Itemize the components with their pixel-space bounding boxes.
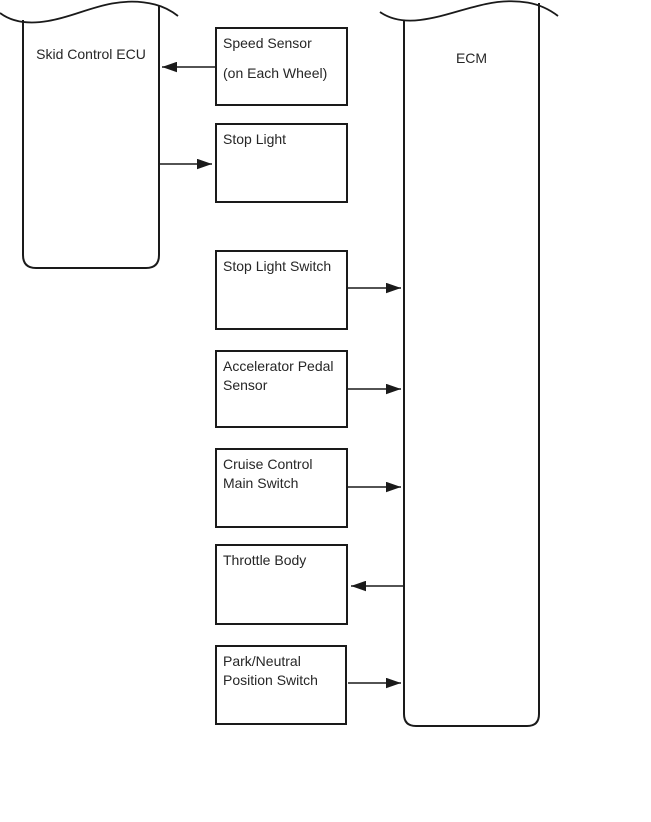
ecm-torn-edge (379, 0, 559, 22)
throttle-body-label: Throttle Body (223, 552, 307, 568)
throttle-body-box: Throttle Body (215, 544, 348, 625)
accelerator-pedal-sensor-label-line2: Sensor (223, 377, 268, 393)
skid-control-ecu-label: Skid Control ECU (36, 46, 146, 62)
park-neutral-position-switch-label-line1: Park/Neutral (223, 653, 301, 669)
speed-sensor-label-line2: (on Each Wheel) (223, 65, 328, 81)
park-neutral-position-switch-label-line2: Position Switch (223, 672, 318, 688)
skid-control-ecu-outline (22, 5, 160, 269)
stop-light-box: Stop Light (215, 123, 348, 203)
accelerator-pedal-sensor-label-line1: Accelerator Pedal (223, 358, 334, 374)
speed-sensor-label-line1: Speed Sensor (223, 35, 312, 51)
ecm-outline (403, 3, 540, 727)
skid-control-ecu-torn-edge (0, 0, 179, 24)
accelerator-pedal-sensor-box: Accelerator Pedal Sensor (215, 350, 348, 428)
stop-light-switch-label: Stop Light Switch (223, 258, 332, 274)
ecm-label: ECM (455, 50, 488, 66)
speed-sensor-box: Speed Sensor (on Each Wheel) (215, 27, 348, 106)
stop-light-label: Stop Light (223, 131, 287, 147)
cruise-control-main-switch-label-line2: Main Switch (223, 475, 299, 491)
park-neutral-position-switch-box: Park/Neutral Position Switch (215, 645, 347, 725)
cruise-control-main-switch-box: Cruise Control Main Switch (215, 448, 348, 528)
stop-light-switch-box: Stop Light Switch (215, 250, 348, 330)
cruise-control-main-switch-label-line1: Cruise Control (223, 456, 313, 472)
